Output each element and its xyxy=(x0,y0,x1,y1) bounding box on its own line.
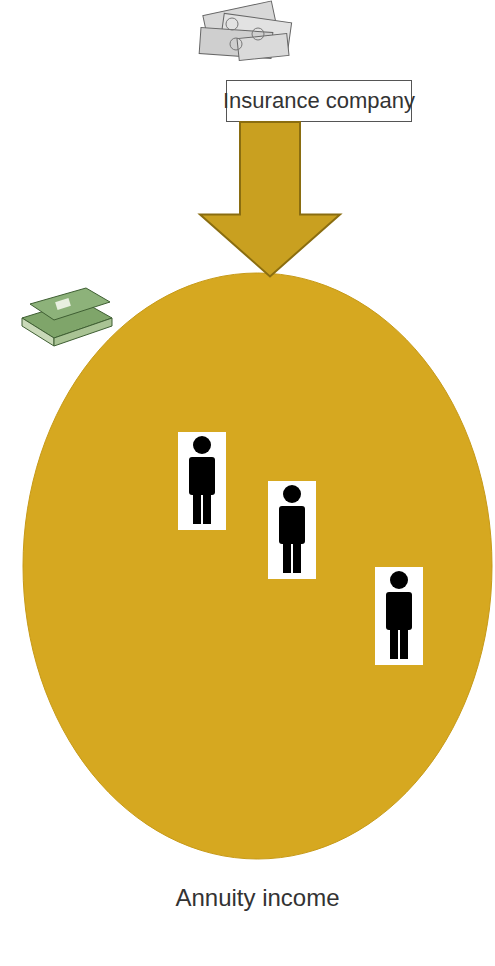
block-arrow xyxy=(200,122,340,276)
circle-outline xyxy=(22,272,493,860)
entity-box: Insurance company xyxy=(226,80,412,122)
circle-label: Annuity income xyxy=(0,884,495,912)
money-pile xyxy=(199,1,291,61)
money-stack xyxy=(22,288,112,346)
box-label: Insurance company xyxy=(223,88,415,114)
pool-circle: Annuity income xyxy=(22,272,493,860)
